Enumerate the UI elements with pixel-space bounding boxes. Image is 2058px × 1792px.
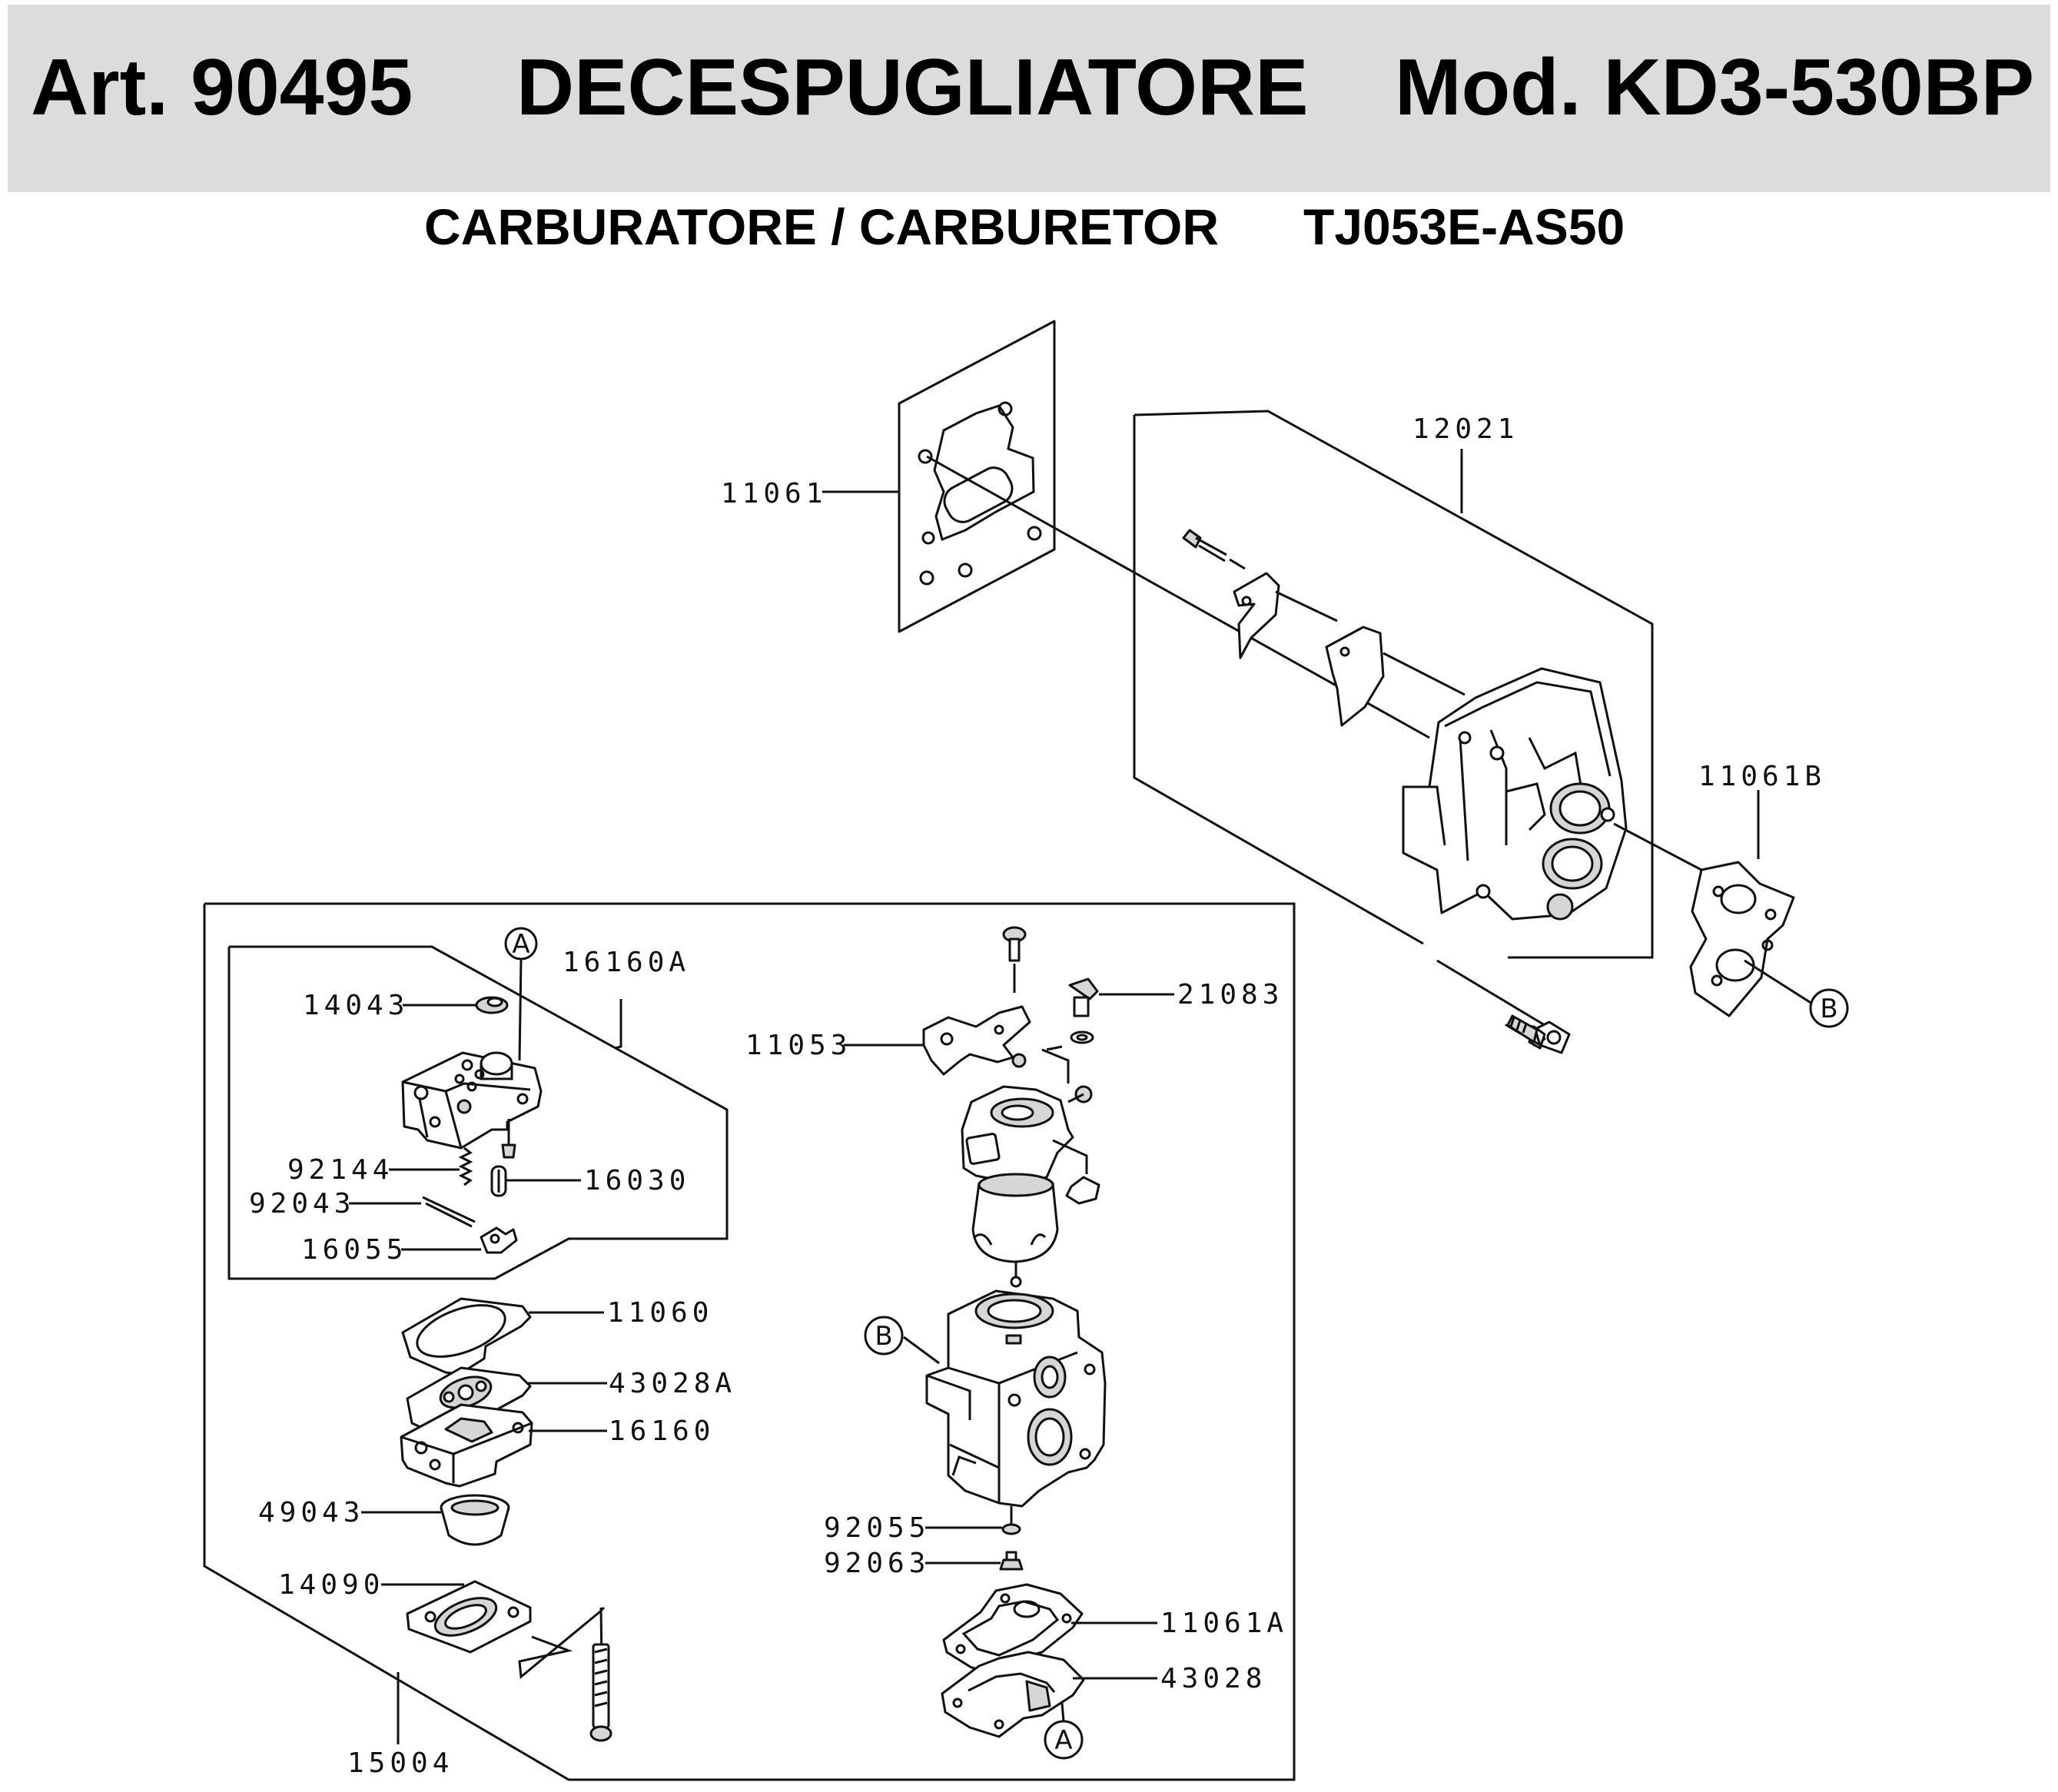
gasket-11060 — [401, 1297, 532, 1376]
primer-bulb-49043 — [440, 1494, 510, 1546]
article-number: Art. 90495 — [31, 43, 413, 132]
part-label-11061B: 11061B — [1698, 761, 1826, 792]
part-label-92043: 92043 — [249, 1188, 355, 1220]
section-title: CARBURATORE / CARBURETOR — [424, 198, 1220, 255]
part-label-49043: 49043 — [258, 1497, 364, 1528]
part-label-16055: 16055 — [301, 1234, 407, 1266]
diaphragm-43028 — [941, 1651, 1085, 1738]
throttle-body — [961, 1085, 1100, 1288]
callout-A-bottom — [1044, 1720, 1084, 1760]
part-label-16030: 16030 — [584, 1165, 690, 1196]
adjust-screw-21083 — [1068, 977, 1099, 1044]
callout-B-left-label: B — [875, 1321, 892, 1352]
callout-B-right — [1809, 988, 1849, 1028]
plug-14043 — [475, 996, 509, 1014]
part-label-11061: 11061 — [721, 478, 827, 509]
part-label-92055: 92055 — [824, 1512, 930, 1544]
cover-14090 — [406, 1580, 532, 1654]
part-label-11053: 11053 — [745, 1030, 851, 1061]
callout-A-bottom-label: A — [1054, 1725, 1072, 1756]
gasket-11061A — [942, 1583, 1084, 1675]
choke-plate — [1233, 572, 1338, 659]
model-number: Mod. KD3-530BP — [1395, 43, 2035, 132]
callout-A-top — [504, 927, 538, 961]
washer-92055 — [1001, 1523, 1021, 1535]
kit-frame-16160A — [227, 945, 729, 1280]
insulator-gasket — [898, 320, 1056, 633]
carburetor-body-upper — [1402, 667, 1628, 921]
part-label-92063: 92063 — [824, 1548, 930, 1579]
spring-92144 — [458, 1147, 473, 1186]
long-screw — [589, 1607, 612, 1742]
callout-A-top-label: A — [512, 929, 529, 960]
lever-16055 — [480, 1226, 518, 1254]
part-label-16160: 16160 — [609, 1415, 715, 1447]
choke-shutter — [1325, 626, 1465, 727]
part-label-11060: 11060 — [607, 1297, 713, 1329]
mounting-bolt — [1505, 1014, 1571, 1054]
title-banner — [8, 5, 2050, 192]
choke-screw — [1182, 529, 1246, 570]
pump-cover — [401, 1051, 543, 1150]
part-label-43028: 43028 — [1160, 1663, 1266, 1694]
part-label-21083: 21083 — [1177, 979, 1283, 1010]
plug-92063 — [999, 1551, 1024, 1571]
pin-92043 — [422, 1196, 476, 1228]
callout-B-right-label: B — [1820, 994, 1837, 1024]
throttle-lever-11053 — [922, 1005, 1031, 1076]
kit-frame-15004 — [203, 902, 1296, 1781]
product-name: DECESPUGLIATORE — [516, 43, 1309, 132]
part-label-11061A: 11061A — [1160, 1608, 1288, 1639]
assembly-bracket-line — [1134, 410, 1654, 959]
throttle-screw — [1002, 926, 1027, 993]
pump-body-16160 — [400, 1403, 533, 1488]
part-label-14043: 14043 — [303, 990, 409, 1021]
gasket-11061B — [1689, 861, 1795, 1017]
callout-B-left — [864, 1316, 904, 1356]
part-label-15004: 15004 — [347, 1747, 453, 1779]
part-label-12021: 12021 — [1412, 413, 1519, 445]
part-label-14090: 14090 — [278, 1569, 384, 1601]
needle-16030 — [490, 1119, 516, 1197]
part-label-92144: 92144 — [287, 1154, 393, 1186]
carburetor-code: TJ053E-AS50 — [1303, 198, 1625, 255]
carburetor-body-lower — [925, 1289, 1107, 1508]
part-label-16160A: 16160A — [563, 947, 690, 978]
part-label-43028A: 43028A — [609, 1368, 736, 1399]
